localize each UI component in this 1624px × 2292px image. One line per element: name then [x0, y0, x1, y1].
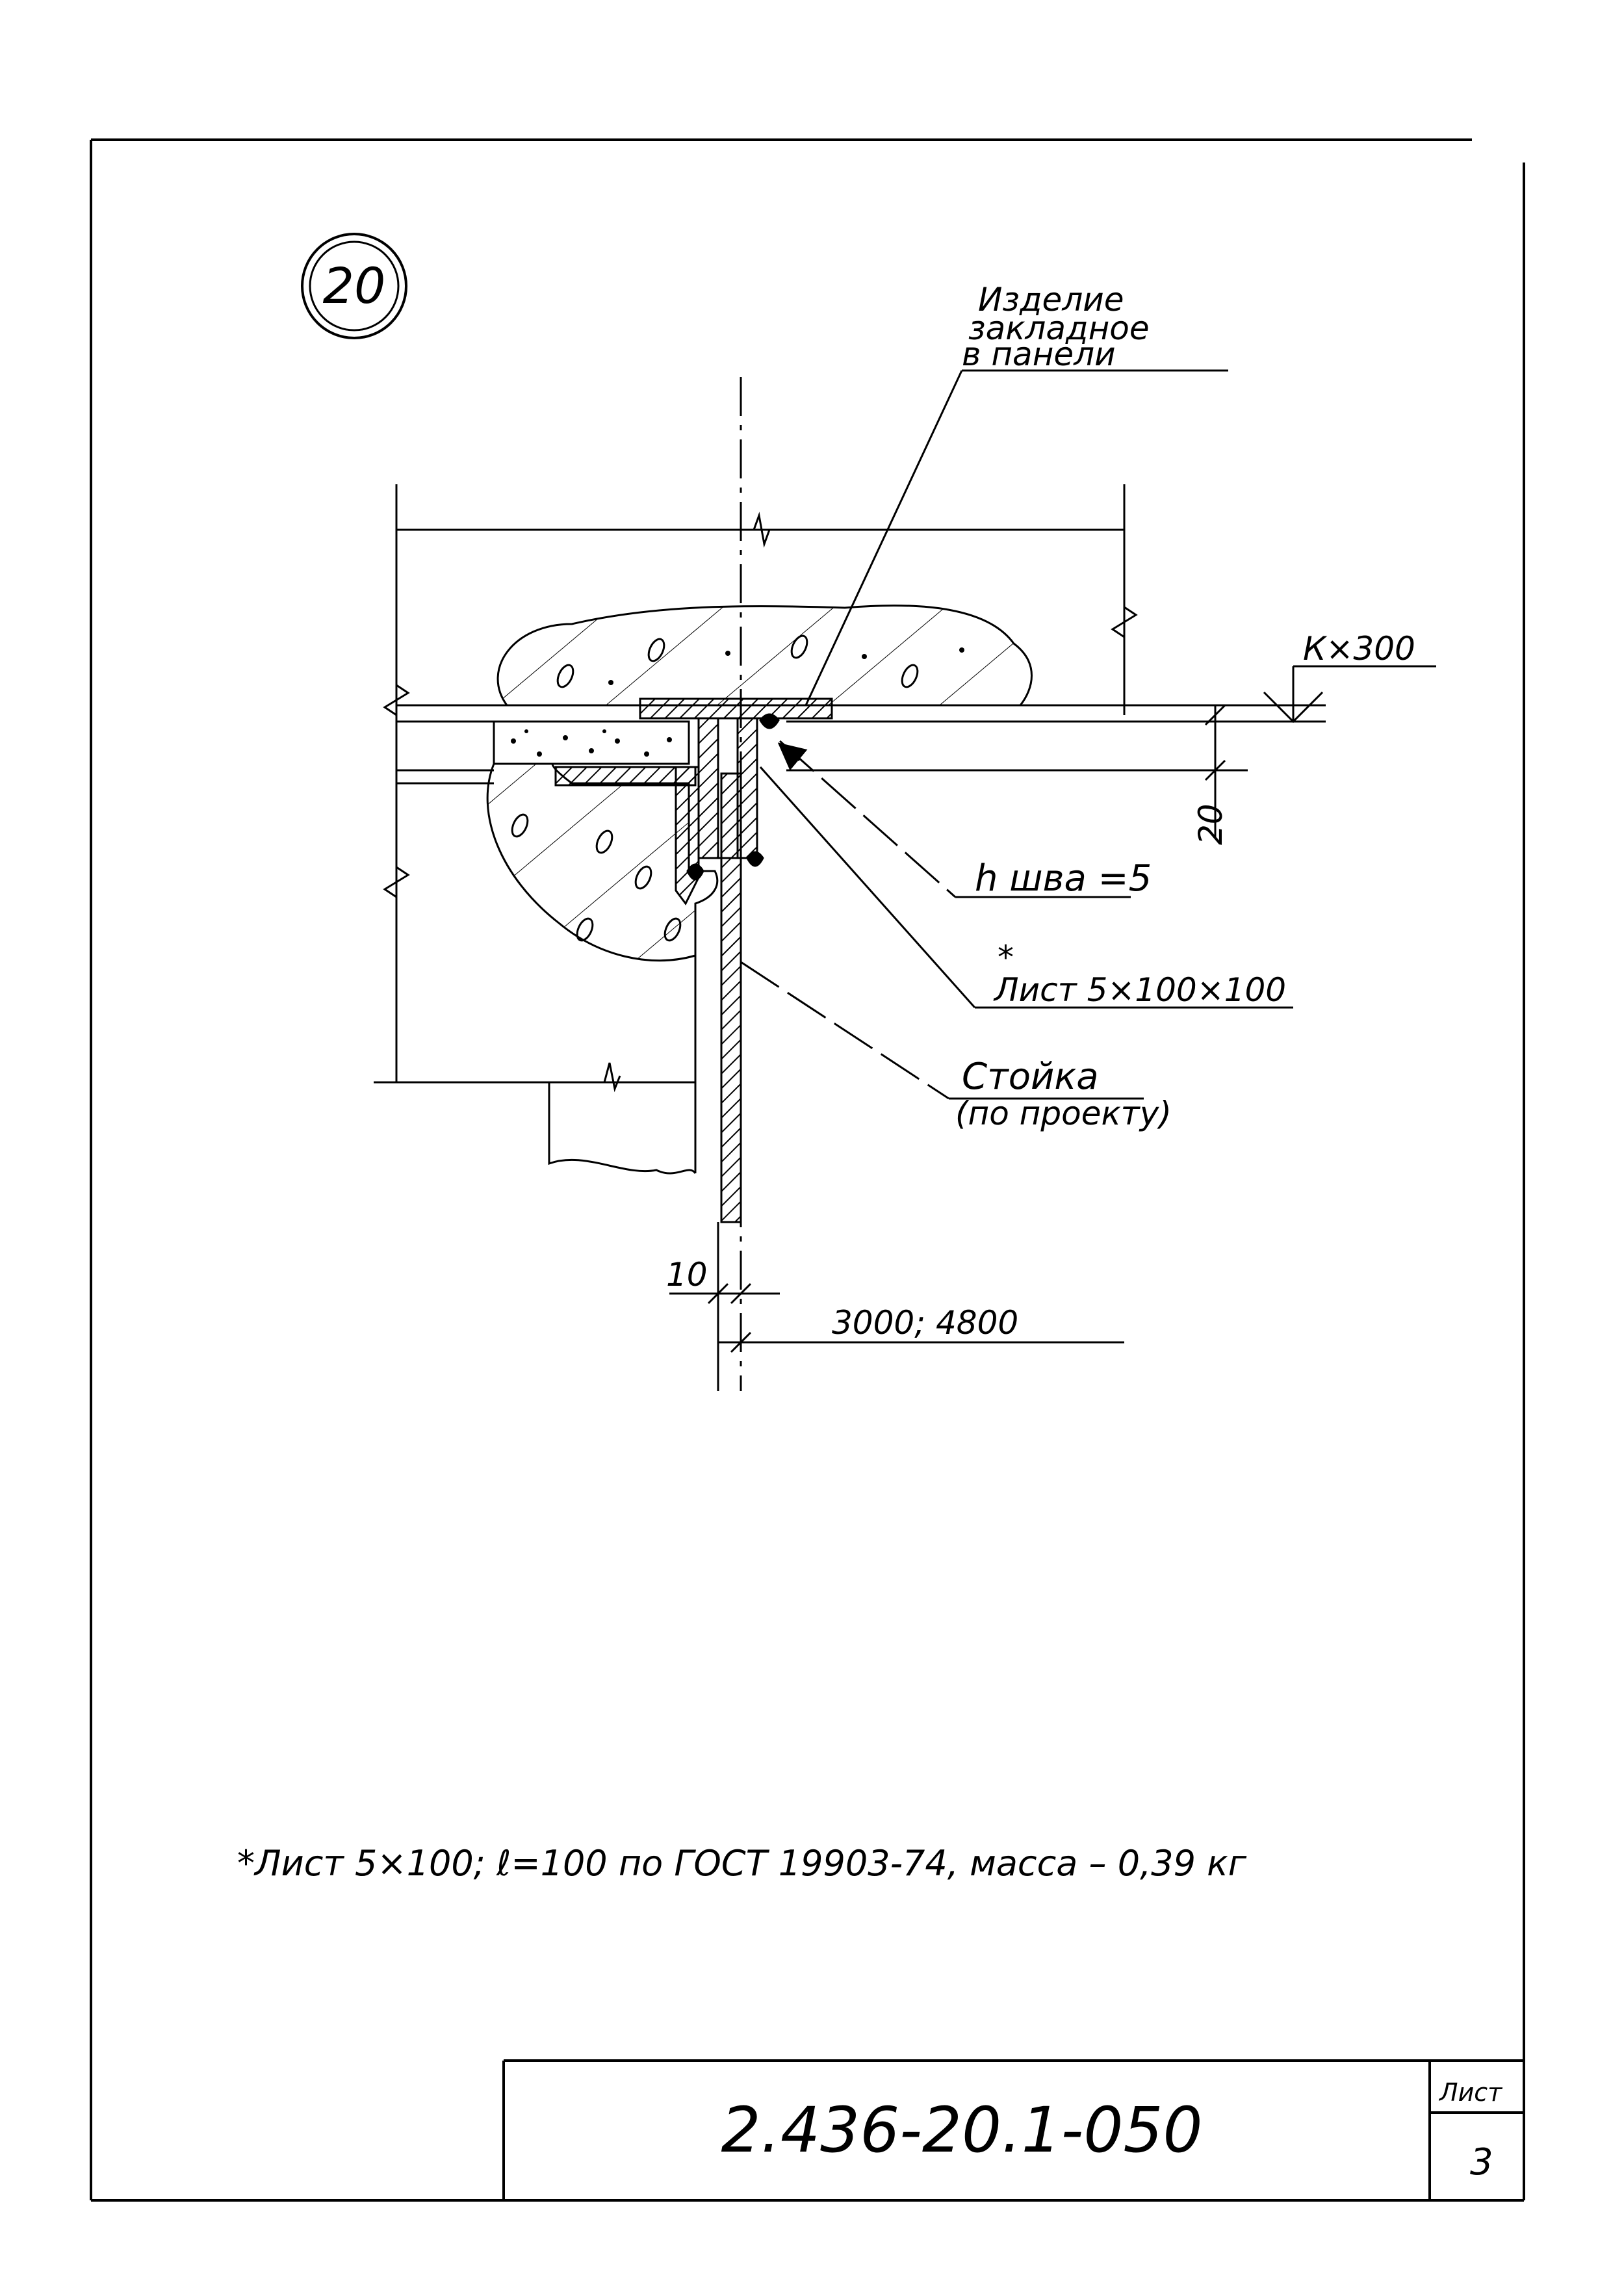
svg-text:закладное: закладное — [968, 309, 1150, 347]
svg-text:в панели: в панели — [962, 335, 1116, 373]
svg-text:Изделие: Изделие — [978, 281, 1124, 319]
callout-elevation: К×300 — [1303, 630, 1415, 668]
callout-plate: Лист 5×100×100 — [993, 971, 1286, 1009]
detail-number: 20 — [323, 257, 386, 315]
centre-axis — [669, 377, 1124, 1391]
callout-plate-mark: * — [998, 939, 1014, 976]
sheet-number: 3 — [1470, 2141, 1493, 2183]
callout-post: Стойка — [962, 1056, 1099, 1098]
footnote: *Лист 5×100; ℓ=100 по ГОСТ 19903-74, мас… — [237, 1843, 1247, 1884]
steel-elements — [554, 697, 833, 1223]
dimension-gap: 20 — [1192, 803, 1230, 845]
concrete-section-upper — [496, 605, 1033, 707]
sheet-frame — [90, 138, 1525, 2202]
callout-post-sub: (по проекту) — [955, 1095, 1172, 1132]
callout-embedded-part: Изделие закладное в панели — [962, 281, 1150, 373]
drawing-code: 2.436-20.1-050 — [721, 2094, 1202, 2167]
dimension-offset: 10 — [666, 1256, 708, 1294]
elevation-marker — [1204, 665, 1436, 839]
sheet-label: Лист — [1438, 2078, 1503, 2107]
dimension-step: 3000; 4800 — [832, 1304, 1018, 1342]
panel-outline — [374, 484, 1138, 1175]
detail-number-marker: 20 — [301, 233, 407, 339]
title-block — [502, 2059, 1524, 2200]
callout-weld: h шва =5 — [975, 857, 1152, 900]
leader-lines — [740, 369, 1293, 1100]
